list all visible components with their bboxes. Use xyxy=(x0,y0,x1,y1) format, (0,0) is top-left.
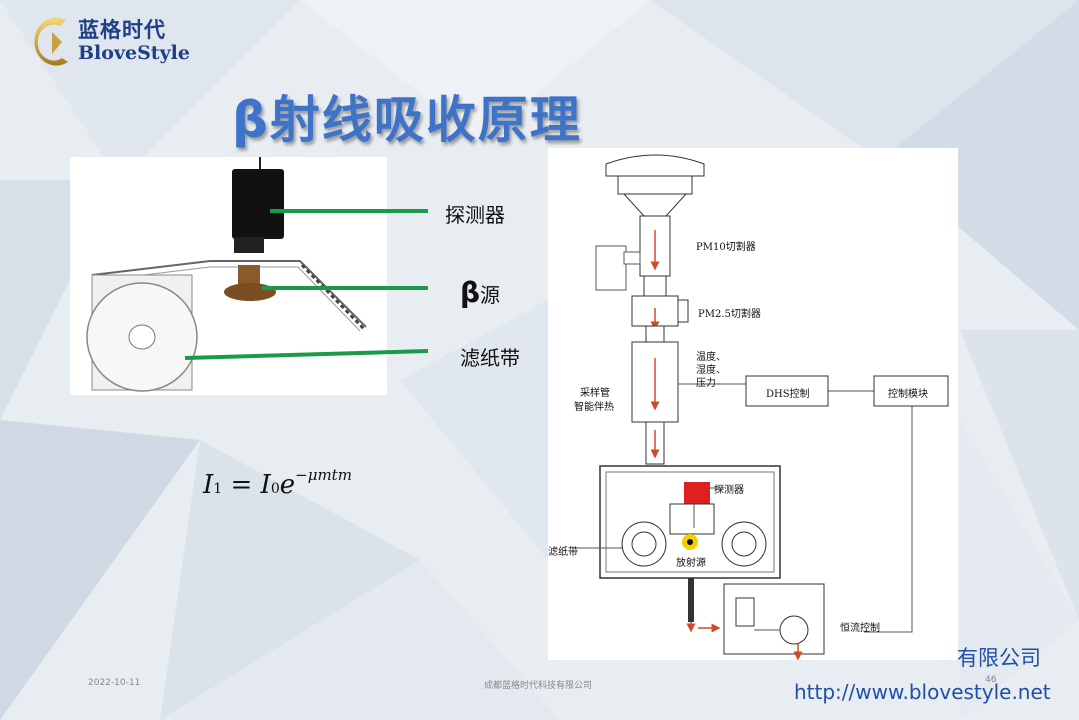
beta-source-text: 源 xyxy=(480,283,501,307)
label-sample-tube: 采样管 xyxy=(580,388,610,399)
illustration-drawing xyxy=(86,157,367,392)
label-temperature: 温度、 xyxy=(696,352,726,363)
label-pm10: PM10切割器 xyxy=(696,242,756,253)
label-diagram-filter: 滤纸带 xyxy=(548,547,578,558)
system-diagram: PM10切割器 PM2.5切割器 温度、 湿度、 压力 DHS控制 控制模块 采… xyxy=(548,148,958,661)
label-diagram-detector: 探测器 xyxy=(714,485,744,496)
label-smart-heating: 智能伴热 xyxy=(574,402,614,413)
label-flow-control: 恒流控制 xyxy=(840,623,880,634)
footer-date: 2022-10-11 xyxy=(88,678,141,688)
footer-page-number: 46 xyxy=(985,675,997,685)
label-control-module: 控制模块 xyxy=(888,389,928,400)
label-humidity: 湿度、 xyxy=(696,365,726,376)
formula-equals: = xyxy=(230,470,253,500)
formula-rhs: I xyxy=(260,470,271,500)
page-title: β射线吸收原理 xyxy=(232,91,582,149)
logo-emblem-icon xyxy=(34,17,68,66)
label-radiation-source: 放射源 xyxy=(676,558,706,569)
company-name: 有限公司 xyxy=(957,646,1041,670)
formula-lhs: I xyxy=(203,470,214,500)
logo-chinese-text: 蓝格时代 xyxy=(78,17,166,42)
website-url[interactable]: http://www.blovestyle.net xyxy=(794,680,1051,704)
system-diagram-drawing xyxy=(572,154,949,661)
label-detector: 探测器 xyxy=(445,203,505,227)
label-beta-source: β源 xyxy=(460,276,500,309)
label-pm25: PM2.5切割器 xyxy=(698,309,761,320)
label-pressure: 压力 xyxy=(696,378,716,389)
formula-base: e xyxy=(279,470,296,500)
logo-english-text: BloveStyle xyxy=(78,42,190,64)
absorption-formula: I1 = I0e−μmtm xyxy=(203,466,352,500)
beta-symbol: β xyxy=(460,276,481,309)
formula-rhs-sub: 0 xyxy=(270,481,280,497)
label-filter-tape: 滤纸带 xyxy=(460,346,520,370)
formula-lhs-sub: 1 xyxy=(213,481,223,497)
footer-company: 成都蓝格时代科技有限公司 xyxy=(484,681,593,691)
formula-exponent: −μmtm xyxy=(295,466,352,484)
label-dhs-control: DHS控制 xyxy=(766,389,810,400)
